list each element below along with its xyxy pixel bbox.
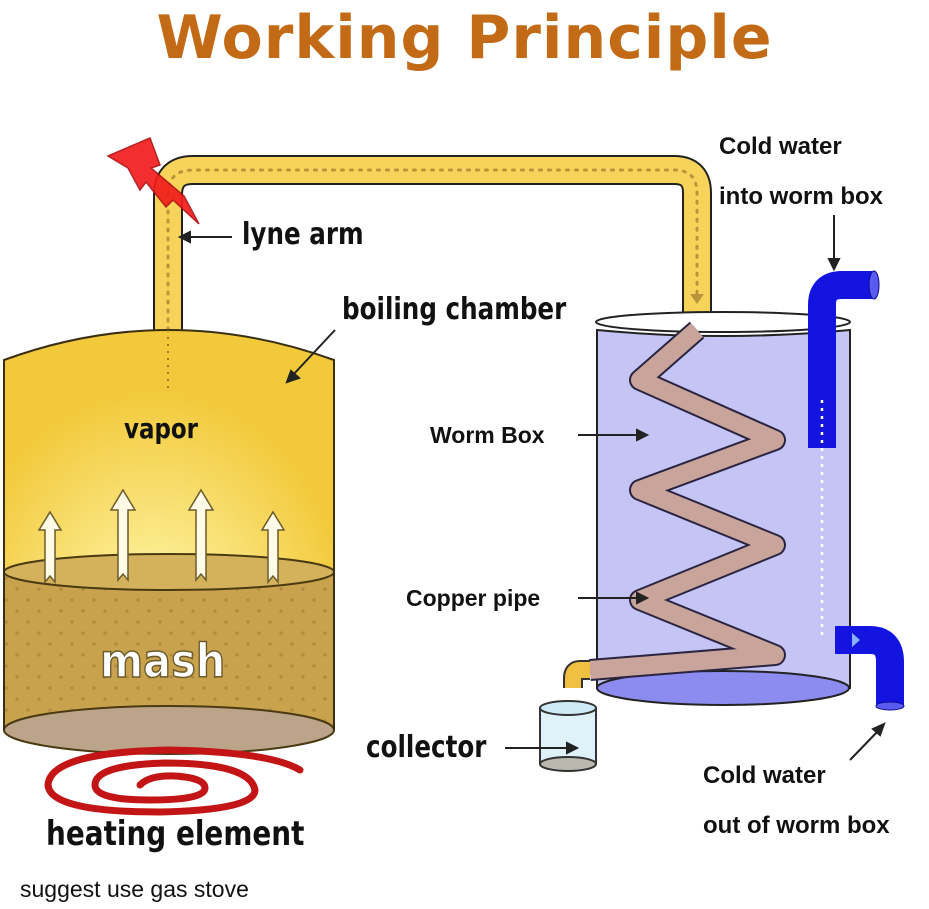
worm-box-pointer — [578, 428, 650, 442]
collector-cup — [539, 700, 597, 772]
mash-label: mash — [99, 633, 226, 689]
boiling-chamber-label: boiling chamber — [342, 292, 567, 327]
copper-pipe-pointer — [578, 591, 650, 605]
boiling-chamber-pointer — [285, 329, 336, 384]
cold-water-out-label-line1: Cold water — [703, 762, 826, 789]
heating-coil — [44, 746, 304, 816]
lyne-arm-label: lyne arm — [242, 217, 364, 252]
vapor-rise-arrows — [37, 488, 286, 585]
boiling-chamber — [3, 329, 335, 755]
collector-pointer — [505, 741, 580, 755]
cold-water-out-pointer — [849, 722, 886, 761]
cold-water-in-pointer — [827, 215, 841, 272]
collector-label: collector — [366, 730, 487, 765]
gas-stove-suggestion: suggest use gas stove — [20, 876, 249, 902]
cold-water-inlet-pipe — [808, 270, 880, 640]
lyne-arm-pointer — [177, 230, 232, 244]
heating-element-label: heating element — [46, 814, 305, 854]
cold-water-in-label-line2: into worm box — [719, 183, 883, 210]
page-title: Working Principle — [156, 3, 773, 73]
cold-water-in-label-line1: Cold water — [719, 133, 842, 160]
worm-box-label: Worm Box — [430, 422, 545, 448]
flow-arrow-icon — [690, 294, 704, 304]
cold-water-outlet-pipe — [835, 626, 905, 711]
vapor-label: vapor — [124, 412, 198, 445]
copper-pipe — [563, 321, 786, 688]
lightning-icon — [106, 136, 200, 225]
copper-pipe-label: Copper pipe — [406, 585, 541, 611]
cold-water-out-label-line2: out of worm box — [703, 812, 890, 839]
